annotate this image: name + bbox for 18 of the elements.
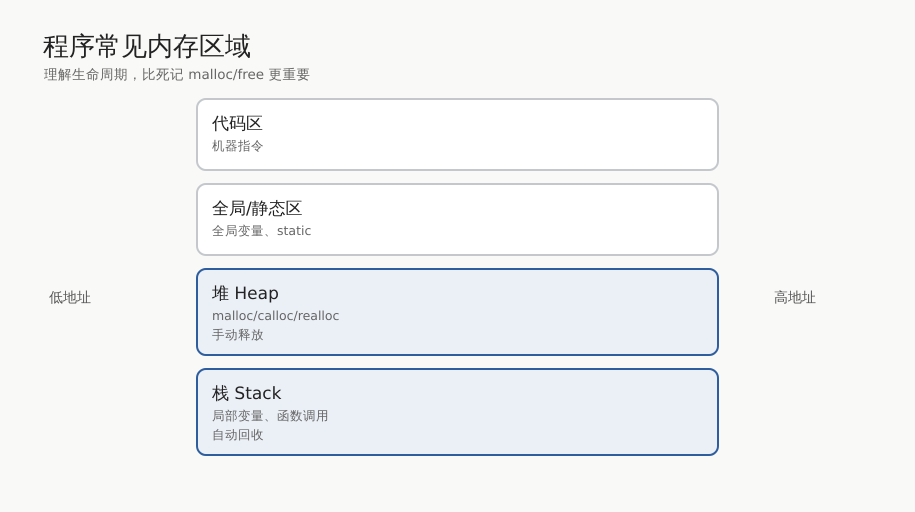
region-description: 局部变量、函数调用 bbox=[212, 407, 330, 425]
address-label: 低地址 bbox=[49, 289, 91, 307]
region-description: malloc/calloc/realloc bbox=[212, 307, 340, 325]
memory-region-box bbox=[196, 268, 719, 356]
address-label: 高地址 bbox=[774, 289, 816, 307]
subtitle: 理解生命周期，比死记 malloc/free 更重要 bbox=[44, 66, 310, 84]
region-heading: 栈 Stack bbox=[212, 383, 282, 406]
region-heading: 堆 Heap bbox=[212, 283, 280, 306]
region-heading: 代码区 bbox=[212, 113, 264, 136]
region-description: 手动释放 bbox=[212, 326, 265, 344]
region-description: 全局变量、static bbox=[212, 222, 312, 240]
memory-region-box bbox=[196, 368, 719, 456]
memory-region-box bbox=[196, 183, 719, 256]
memory-region-box bbox=[196, 98, 719, 171]
region-description: 机器指令 bbox=[212, 137, 265, 155]
title: 程序常见内存区域 bbox=[43, 31, 251, 63]
region-heading: 全局/静态区 bbox=[212, 198, 304, 221]
region-description: 自动回收 bbox=[212, 426, 265, 444]
